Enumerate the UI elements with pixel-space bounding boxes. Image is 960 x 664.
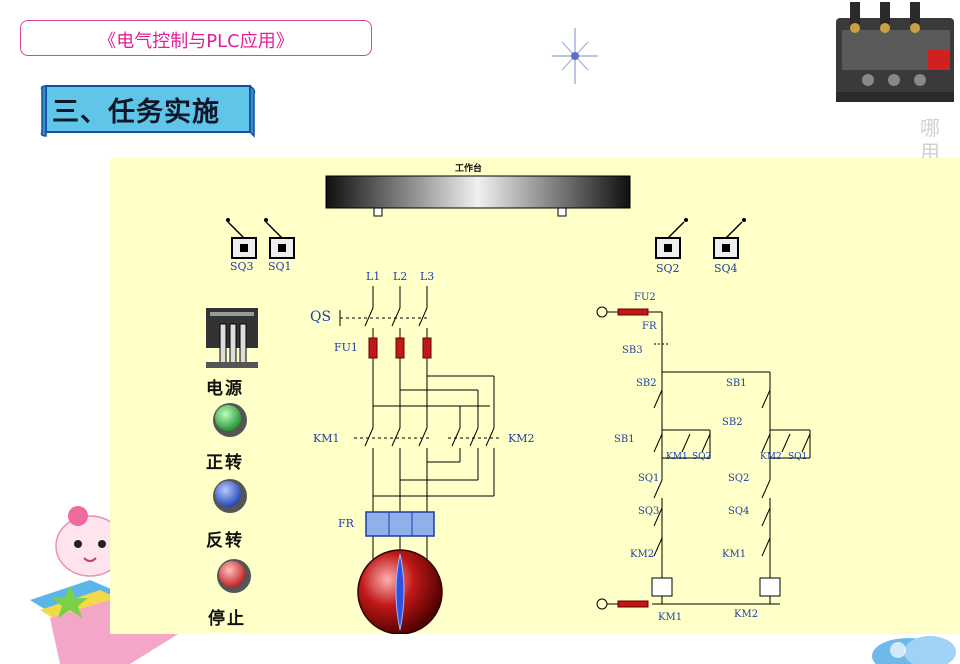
right-sb2-label: SB2 [722,417,743,428]
circuit-diagram [206,175,811,634]
fr-ctrl-label: FR [642,321,657,332]
control-circuit-wiring [596,306,811,610]
side-text: 哪用 [920,116,940,164]
course-title-box: 《电气控制与PLC应用》 [20,20,372,56]
section-ribbon [40,84,256,138]
thermal-relay-fr [365,511,435,537]
fu2-label: FU2 [634,292,656,303]
limit-switch-sq3-icon [226,218,257,259]
thermal-relay-image [836,2,954,102]
workbench-bar [325,175,631,209]
main-circuit-wiring [339,286,502,560]
power-switch-icon [206,308,258,368]
right-sq4-label: SQ4 [728,506,750,517]
phase-l2-label: L2 [393,270,408,283]
cloud-decoration [872,636,956,664]
course-title: 《电气控制与PLC应用》 [98,31,294,52]
right-km1-label: KM1 [722,549,747,560]
left-sb2-label: SB2 [636,378,657,389]
left-sq3-label: SQ3 [638,506,660,517]
workbench-title: 工作台 [455,164,483,174]
limit-switch-sq2-icon [655,218,688,259]
section-title: 三、任务实施 [52,97,220,128]
km1-label: KM1 [313,432,340,445]
limit-switch-sq1-icon [264,218,295,259]
power-label: 电源 [206,379,244,399]
left-sq1-label: SQ1 [638,473,660,484]
forward-label: 正转 [206,453,244,473]
km1-coil [651,577,673,597]
phase-l1-label: L1 [366,270,381,283]
phase-l3-label: L3 [420,270,435,283]
fr-label: FR [338,517,354,530]
left-sb1-label: SB1 [614,434,635,445]
sparkle-icon [552,28,598,84]
km2-coil-label: KM2 [734,609,759,620]
sq3-label: SQ3 [230,260,254,273]
qs-label: QS [310,309,332,325]
limit-switch-sq4-icon [713,218,746,259]
left-km1-label: KM1 [666,452,688,462]
reverse-label: 反转 [206,531,244,551]
sb3-label: SB3 [622,345,643,356]
left-km2-label: KM2 [630,549,655,560]
sq1-label: SQ1 [268,260,292,273]
fu1-label: FU1 [334,341,358,354]
km1-coil-label: KM1 [658,612,683,623]
right-sq1-label: SQ1 [788,452,808,462]
right-sb1-label: SB1 [726,378,747,389]
km2-label: KM2 [508,432,535,445]
km2-coil [759,577,781,597]
sq2-label: SQ2 [656,262,680,275]
stop-label: 停止 [208,609,246,629]
diagram-panel: 工作台 SQ3 SQ1 SQ2 SQ4 电源 正转 反转 停止 L1 L2 L3… [110,158,960,634]
sq4-label: SQ4 [714,262,738,275]
right-km2-label: KM2 [760,452,782,462]
left-sq2-label: SQ2 [692,452,712,462]
right-sq2-label: SQ2 [728,473,750,484]
